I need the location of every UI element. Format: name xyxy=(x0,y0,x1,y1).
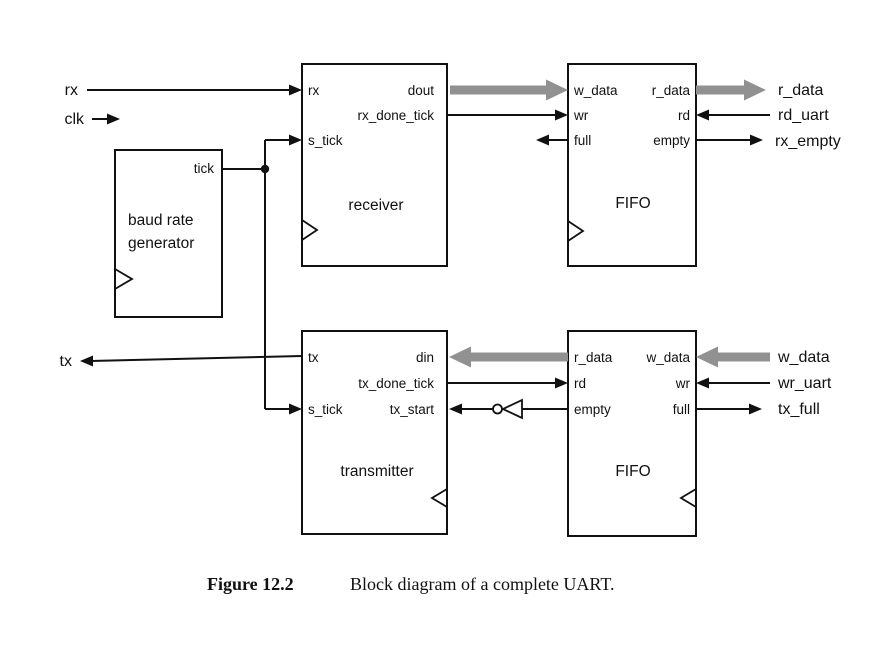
figure-caption-text: Block diagram of a complete UART. xyxy=(350,574,615,594)
external-label-w-data: w_data xyxy=(777,349,830,366)
port-label-fifo-tx-empty: empty xyxy=(574,402,611,417)
clock-icon-fifo-tx xyxy=(679,488,697,508)
figure-caption-label: Figure 12.2 xyxy=(207,574,294,594)
port-label-fifo-tx-w-data: w_data xyxy=(645,350,690,365)
wire-txdonetick-to-rd xyxy=(447,377,568,389)
port-label-transmitter-din: din xyxy=(416,350,434,365)
inverter-icon xyxy=(500,398,523,420)
port-label-fifo-rx-empty: empty xyxy=(653,133,690,148)
wire-tx-output xyxy=(80,355,303,367)
bus-wdata-input xyxy=(696,346,770,368)
wire-full-to-txfull xyxy=(696,403,762,415)
wire-empty-to-rxempty xyxy=(696,134,763,146)
port-label-fifo-tx-wr: wr xyxy=(675,376,691,391)
block-receiver xyxy=(301,63,448,267)
port-label-transmitter-tx: tx xyxy=(308,350,319,365)
wire-rx-input xyxy=(87,84,302,96)
external-label-rx: rx xyxy=(65,82,78,99)
block-label-transmitter: transmitter xyxy=(340,463,413,480)
block-label-brg-line2: generator xyxy=(128,235,194,252)
clock-icon-receiver xyxy=(301,219,319,241)
port-label-fifo-rx-wr: wr xyxy=(573,108,589,123)
external-label-tx-full: tx_full xyxy=(778,401,820,418)
port-label-fifo-rx-w-data: w_data xyxy=(573,83,618,98)
external-label-rd-uart: rd_uart xyxy=(778,107,829,124)
block-label-receiver: receiver xyxy=(348,197,403,214)
port-label-brg-tick: tick xyxy=(194,161,215,176)
wire-tick-distribution xyxy=(222,134,302,415)
bus-rdata-output xyxy=(696,79,766,101)
block-label-fifo-tx: FIFO xyxy=(615,463,650,480)
port-label-receiver-rx: rx xyxy=(308,83,319,98)
external-label-rx-empty: rx_empty xyxy=(775,133,841,150)
inverter-bubble-icon xyxy=(492,403,503,415)
port-label-receiver-dout: dout xyxy=(408,83,435,98)
port-label-fifo-tx-full: full xyxy=(673,402,690,417)
wire-clk xyxy=(92,113,120,125)
clock-icon-baud-rate-generator xyxy=(114,268,134,290)
port-label-fifo-rx-full: full xyxy=(574,133,591,148)
block-label-fifo-rx: FIFO xyxy=(615,195,650,212)
wire-junction-dot xyxy=(260,164,270,174)
port-label-transmitter-tx-done-tick: tx_done_tick xyxy=(358,376,434,391)
port-label-receiver-rx-done-tick: rx_done_tick xyxy=(357,108,434,123)
port-label-fifo-tx-rd: rd xyxy=(574,376,586,391)
block-fifo-tx xyxy=(567,330,697,537)
external-label-r-data: r_data xyxy=(778,82,823,99)
external-label-wr-uart: wr_uart xyxy=(777,375,832,392)
bus-dout-to-wdata xyxy=(450,79,568,101)
port-label-receiver-s-tick: s_tick xyxy=(308,133,343,148)
wire-full-output-top xyxy=(536,134,568,146)
block-fifo-rx xyxy=(567,63,697,267)
block-label-brg-line1: baud rate xyxy=(128,212,194,229)
clock-icon-fifo-rx xyxy=(567,220,585,242)
port-label-transmitter-s-tick: s_tick xyxy=(308,402,343,417)
external-label-tx: tx xyxy=(60,353,72,370)
clock-icon-transmitter xyxy=(430,488,448,508)
wire-empty-inverter-to-txstart xyxy=(449,398,568,420)
port-label-fifo-rx-r-data: r_data xyxy=(652,83,691,98)
bus-rdata-to-din xyxy=(449,346,568,368)
block-transmitter xyxy=(301,330,448,535)
wire-wruart-input xyxy=(696,377,770,389)
external-label-clk: clk xyxy=(64,111,85,128)
port-label-transmitter-tx-start: tx_start xyxy=(390,402,435,417)
wire-rxdonetick-to-wr xyxy=(447,109,568,121)
block-baud-rate-generator xyxy=(114,149,223,318)
port-label-fifo-rx-rd: rd xyxy=(678,108,690,123)
port-label-fifo-tx-r-data: r_data xyxy=(574,350,613,365)
wire-rduart-input xyxy=(696,109,770,121)
